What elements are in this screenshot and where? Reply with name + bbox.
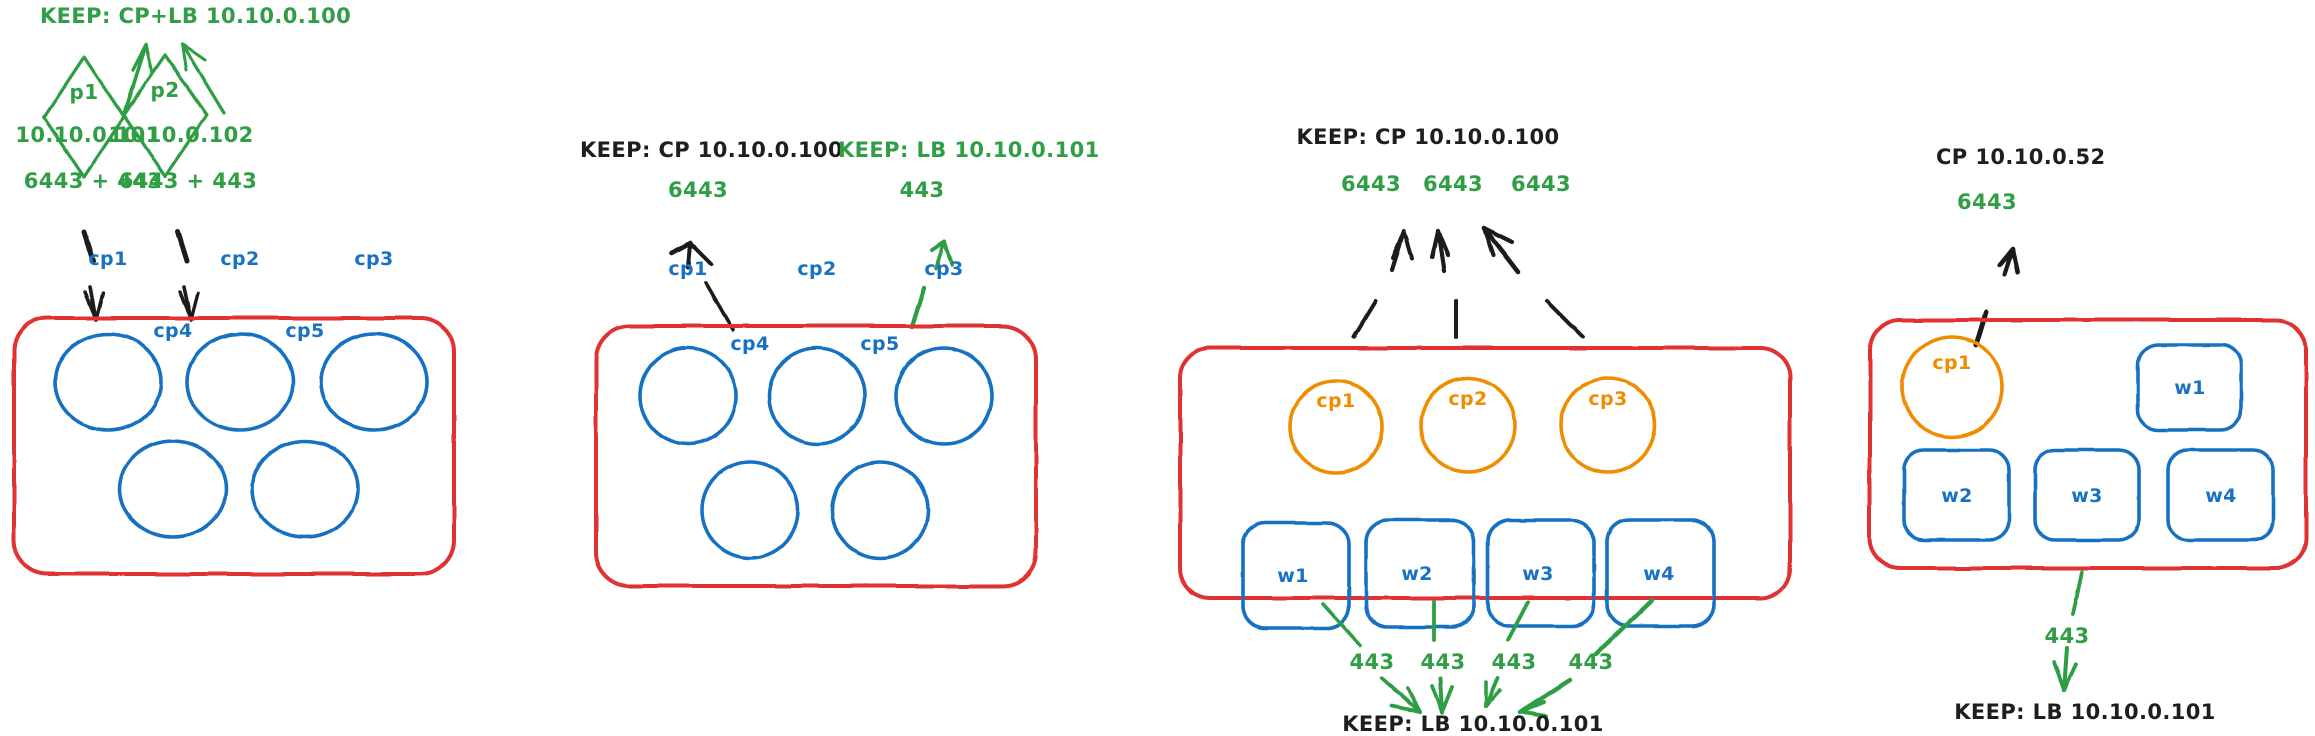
- panel3-cluster-box: [1178, 346, 1792, 600]
- panel3-node-w2: w2: [1401, 563, 1433, 585]
- panel1-node-cp3: cp3: [354, 248, 394, 270]
- panel1-node-cp1: cp1: [88, 248, 128, 270]
- panel1-uplink-arrows: [122, 42, 226, 117]
- panel3-top-port-1: 6443: [1340, 172, 1402, 196]
- panel4-top-port-1: 6443: [1956, 190, 2018, 214]
- panel4-bottom-port-1: 443: [2044, 624, 2090, 648]
- panel1-proxy-p1-ip: 10.10.0.101: [15, 123, 161, 147]
- panel4-worker-boxes: [1902, 343, 2275, 542]
- panel1-cluster-box: [12, 316, 456, 576]
- panel1-node-cp2: cp2: [220, 248, 260, 270]
- panel1-node-cp4: cp4: [153, 320, 193, 342]
- panel4-node-w3: w3: [2071, 485, 2103, 507]
- panel4-cluster-box: [1868, 318, 2308, 570]
- panel1-proxy-p2-ports: 6443 + 443: [118, 169, 258, 193]
- panel4-control-plane-circles: [1900, 335, 2004, 439]
- panel-4-group: [1868, 246, 2308, 692]
- panel3-node-cp3: cp3: [1588, 388, 1628, 410]
- panel4-node-cp1: cp1: [1932, 352, 1972, 374]
- panel2-node-cp4: cp4: [730, 333, 770, 355]
- panel2-uplink-arrows: [669, 240, 954, 332]
- panel2-node-cp3: cp3: [924, 258, 964, 280]
- panel4-node-w4: w4: [2205, 485, 2237, 507]
- panel3-top-label: KEEP: CP 10.10.0.100: [1296, 125, 1560, 149]
- panel2-cluster-box: [594, 324, 1038, 588]
- panel1-top-label: KEEP: CP+LB 10.10.0.100: [40, 4, 352, 28]
- panel3-bottom-port-3: 443: [1491, 650, 1537, 674]
- panel3-node-w4: w4: [1643, 563, 1675, 585]
- panel2-top-label-lb: KEEP: LB 10.10.0.101: [838, 138, 1100, 162]
- panel-3-group: [1178, 225, 1792, 718]
- panel3-top-port-3: 6443: [1510, 172, 1572, 196]
- panel1-node-cp5: cp5: [285, 320, 325, 342]
- panel4-top-label: CP 10.10.0.52: [1936, 145, 2106, 169]
- panel3-node-cp1: cp1: [1316, 390, 1356, 412]
- panel2-top-label-cp: KEEP: CP 10.10.0.100: [580, 138, 844, 162]
- panel4-node-w1: w1: [2174, 377, 2206, 399]
- panel3-node-w3: w3: [1522, 563, 1554, 585]
- panel2-node-cp5: cp5: [860, 333, 900, 355]
- panel3-bottom-port-1: 443: [1349, 650, 1395, 674]
- panel4-bottom-label: KEEP: LB 10.10.0.101: [1954, 700, 2216, 724]
- panel2-port-443: 443: [899, 178, 945, 202]
- panel3-bottom-port-4: 443: [1568, 650, 1614, 674]
- panel3-worker-boxes: [1241, 518, 1716, 630]
- panel3-downlink-arrows: [1321, 597, 1655, 718]
- panel3-bottom-label: KEEP: LB 10.10.0.101: [1342, 712, 1604, 736]
- panel4-node-w2: w2: [1941, 485, 1973, 507]
- panel2-node-cp2: cp2: [797, 258, 837, 280]
- panel1-proxy-p2-ip: 10.10.0.102: [108, 123, 254, 147]
- panel2-port-6443: 6443: [667, 178, 729, 202]
- panel3-top-port-2: 6443: [1422, 172, 1484, 196]
- panel3-control-plane-circles: [1288, 376, 1657, 475]
- panel-1-group: [12, 42, 456, 576]
- panel1-downlink-arrows: [81, 229, 200, 322]
- panel3-bottom-port-2: 443: [1420, 650, 1466, 674]
- panel2-control-plane-circles: [638, 346, 994, 560]
- panel2-node-cp1: cp1: [668, 258, 708, 280]
- panel1-proxy-p2-label: p2: [150, 78, 180, 102]
- panel1-control-plane-circles: [53, 332, 429, 539]
- panel3-node-cp2: cp2: [1448, 388, 1488, 410]
- panel3-node-w1: w1: [1277, 565, 1309, 587]
- panel4-downlink-arrows: [2052, 570, 2084, 692]
- panel4-uplink-arrows: [1973, 246, 2021, 348]
- panel-2-group: [594, 240, 1038, 588]
- panel1-proxy-p1-ports: 6443 + 443: [23, 169, 163, 193]
- panel1-proxy-shapes: [42, 53, 209, 179]
- panel1-proxy-p1-label: p1: [69, 80, 99, 104]
- panel3-uplink-arrows: [1352, 225, 1585, 339]
